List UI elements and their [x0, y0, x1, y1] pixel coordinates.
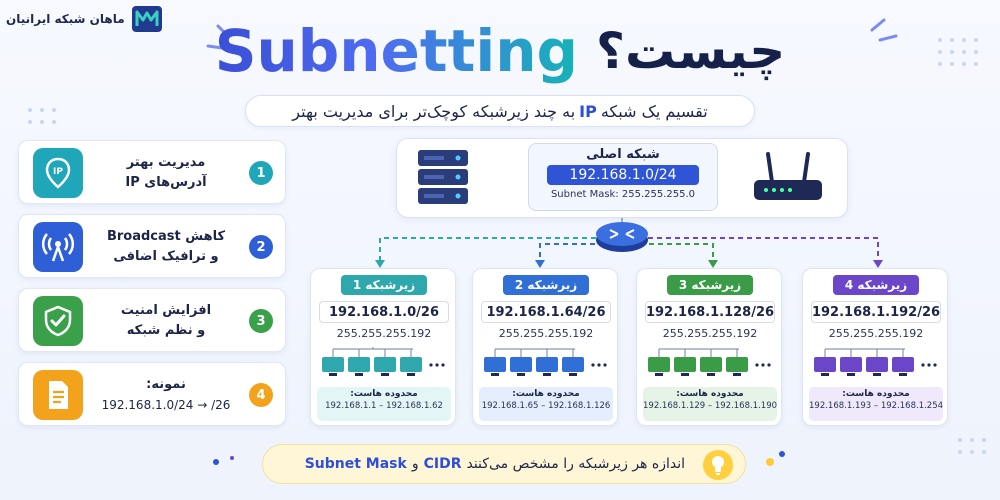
shield-check-icon [33, 296, 83, 346]
main-network-title: شبکه اصلی [586, 147, 660, 162]
benefit-card-1: IP مدیریت بهتر آدرس‌های IP 1 [18, 140, 286, 204]
subnet-card-3: زیرشبکه 3 192.168.1.128/26 255.255.255.1… [636, 268, 782, 426]
title-persian: چیست؟ [596, 22, 786, 80]
benefit-line1: کاهش Broadcast [106, 229, 226, 244]
range-label: محدوده هاست: [842, 389, 910, 399]
benefit-line2: 192.168.1.0/24 → /26 [101, 398, 231, 412]
subnet-host-range: محدوده هاست: 192.168.1.1 – 192.168.1.62 [317, 387, 451, 421]
benefit-text-4: نمونه: 192.168.1.0/24 → /26 [91, 371, 241, 419]
benefit-line1: مدیریت بهتر [126, 155, 206, 170]
subnet-mask: 255.255.255.192 [662, 327, 758, 340]
subnet-mask: 255.255.255.192 [336, 327, 432, 340]
benefit-text-2: کاهش Broadcast و ترافیک اضافی [91, 223, 241, 271]
main-network-ip: 192.168.1.0/24 [547, 165, 699, 185]
subnet-label: زیرشبکه 1 [341, 275, 427, 295]
host-computers-icon [814, 348, 937, 376]
benefit-line1: افزایش امنیت [120, 303, 212, 318]
benefit-card-2: کاهش Broadcast و ترافیک اضافی 2 [18, 214, 286, 278]
benefit-line2: و نظم شبکه [126, 323, 206, 338]
brand-mark-icon [131, 6, 162, 32]
subtitle-ip: IP [579, 101, 597, 121]
subnet-mask: 255.255.255.192 [828, 327, 924, 340]
svg-text:IP: IP [53, 167, 63, 177]
ip-pin-icon: IP [33, 148, 83, 198]
router-icon [754, 152, 822, 200]
range-value: 192.168.1.1 – 192.168.1.62 [325, 401, 443, 411]
subnet-card-2: زیرشبکه 2 192.168.1.64/26 255.255.255.19… [472, 268, 618, 426]
benefit-line2: و ترافیک اضافی [113, 249, 219, 264]
main-network-mask: Subnet Mask: 255.255.255.0 [550, 189, 696, 200]
subnet-mask: 255.255.255.192 [498, 327, 594, 340]
range-label: محدوده هاست: [676, 389, 744, 399]
subnet-host-range: محدوده هاست: 192.168.1.65 – 192.168.1.12… [479, 387, 613, 421]
benefit-card-4: نمونه: 192.168.1.0/24 → /26 4 [18, 362, 286, 426]
server-icon [418, 150, 468, 204]
document-icon [33, 370, 83, 420]
benefit-text-1: مدیریت بهتر آدرس‌های IP [91, 149, 241, 197]
subnet-card-1: زیرشبکه 1 192.168.1.0/26 255.255.255.192… [310, 268, 456, 426]
subnet-ip: 192.168.1.0/26 [319, 301, 449, 323]
subnet-label: زیرشبکه 2 [503, 275, 589, 295]
subnet-ip: 192.168.1.128/26 [645, 301, 775, 323]
footer-note: اندازه هر زیرشبکه را مشخص می‌کنند CIDR و… [262, 444, 746, 484]
footer-rest: اندازه هر زیرشبکه را مشخص می‌کنند [466, 456, 685, 472]
benefit-line2: آدرس‌های IP [125, 175, 207, 190]
subnet-host-range: محدوده هاست: 192.168.1.193 – 192.168.1.2… [809, 387, 943, 421]
lightbulb-icon [703, 450, 733, 480]
range-value: 192.168.1.129 – 192.168.1.190 [643, 401, 778, 411]
subtitle-before: تقسیم یک شبکه [600, 101, 708, 121]
brand-logo[interactable]: ماهان شبکه ایرانیان [6, 4, 163, 34]
benefit-number: 3 [249, 309, 273, 333]
title-english: Subnetting [214, 17, 579, 85]
subnet-ip: 192.168.1.64/26 [481, 301, 611, 323]
benefit-number: 4 [249, 383, 273, 407]
footer-and: و [411, 456, 419, 472]
broadcast-antenna-icon [33, 222, 83, 272]
footer-subnet-mask: Subnet Mask [304, 456, 407, 472]
subnet-label: زیرشبکه 4 [833, 275, 919, 295]
benefit-card-3: افزایش امنیت و نظم شبکه 3 [18, 288, 286, 352]
subnet-label: زیرشبکه 3 [667, 275, 753, 295]
subnet-ip: 192.168.1.192/26 [811, 301, 941, 323]
range-label: محدوده هاست: [512, 389, 580, 399]
host-computers-icon [322, 347, 445, 376]
page-subtitle: تقسیم یک شبکه IP به چند زیرشبکه کوچک‌تر … [245, 95, 755, 127]
benefit-number: 2 [249, 235, 273, 259]
subnet-card-4: زیرشبکه 4 192.168.1.192/26 255.255.255.1… [802, 268, 948, 426]
range-label: محدوده هاست: [350, 389, 418, 399]
subtitle-after: به چند زیرشبکه کوچک‌تر برای مدیریت بهتر [292, 101, 576, 121]
range-value: 192.168.1.65 – 192.168.1.126 [481, 401, 611, 411]
benefit-line1: نمونه: [146, 377, 186, 392]
host-computers-icon [648, 348, 771, 376]
switch-router-icon [596, 222, 648, 252]
range-value: 192.168.1.193 – 192.168.1.254 [809, 401, 944, 411]
page-title: Subnetting چیست؟ [190, 10, 810, 92]
benefit-text-3: افزایش امنیت و نظم شبکه [91, 297, 241, 345]
main-network-card: شبکه اصلی 192.168.1.0/24 Subnet Mask: 25… [528, 143, 718, 211]
footer-cidr: CIDR [423, 456, 462, 472]
host-computers-icon [484, 348, 607, 376]
subnet-host-range: محدوده هاست: 192.168.1.129 – 192.168.1.1… [643, 387, 777, 421]
benefit-number: 1 [249, 161, 273, 185]
brand-name: ماهان شبکه ایرانیان [6, 12, 125, 26]
